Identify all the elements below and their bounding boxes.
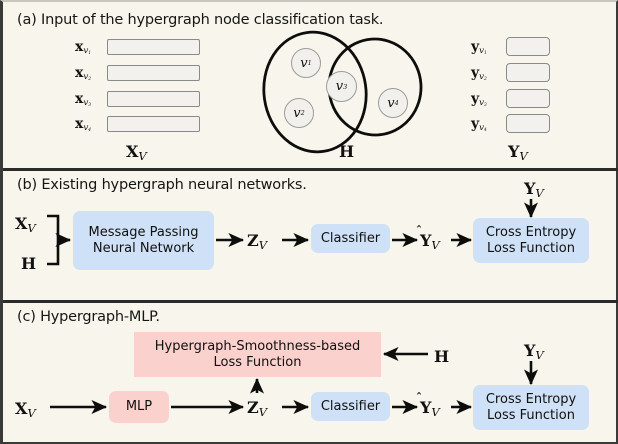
panel-c-classifier-box: Classifier: [311, 392, 390, 421]
panel-b-caption: (b) Existing hypergraph neural networks.: [17, 177, 307, 193]
panel-c: (c) Hypergraph-MLP. Hypergraph-Smoothnes…: [3, 303, 616, 443]
label-label-4-sub: v4: [479, 123, 487, 134]
panel-c-pred-y: ŶV: [420, 398, 440, 420]
panel-divider-a-b: [3, 168, 618, 171]
feature-vector-box-3: [107, 91, 200, 107]
label-label-3-sub: v3: [479, 98, 487, 109]
label-label-1-sub: v1: [479, 46, 487, 57]
feature-label-2-sub: v2: [83, 72, 92, 83]
label-label-3: yv3: [471, 91, 487, 109]
panel-b-truth-y: YV: [524, 179, 544, 201]
panel-c-mlp-box: MLP: [109, 391, 169, 423]
panel-c-input-x: XV: [15, 399, 36, 421]
feature-label-1: xv1: [75, 39, 92, 57]
label-label-1: yv1: [471, 39, 487, 57]
panel-b-mpnn-line1: Message Passing: [88, 225, 199, 241]
feature-vector-box-1: [107, 39, 200, 55]
feature-vector-box-4: [107, 116, 200, 132]
panel-c-ce-loss-line1: Cross Entropy: [485, 392, 577, 408]
feature-label-2: xv2: [75, 65, 92, 83]
panel-b-pred-y: ŶV: [420, 231, 440, 253]
features-caption: XV: [126, 142, 147, 164]
label-box-1: [506, 37, 550, 56]
feature-label-4: xv4: [75, 116, 92, 134]
label-box-4: [506, 114, 550, 133]
panel-b-mpnn-box: Message Passing Neural Network: [73, 211, 214, 270]
panel-b-input-x: XV: [15, 214, 36, 236]
panel-c-hs-loss-line2: Loss Function: [213, 354, 302, 370]
hypergraph-caption: H: [339, 142, 355, 161]
label-label-4: yv4: [471, 116, 487, 134]
panel-b-input-h: H: [21, 254, 37, 273]
panel-c-latent-z: ZV: [247, 398, 268, 420]
panel-b-latent-z: ZV: [247, 231, 268, 253]
label-box-3: [506, 89, 550, 108]
panel-c-hs-loss-box: Hypergraph-Smoothness-based Loss Functio…: [134, 332, 381, 377]
panel-a-caption: (a) Input of the hypergraph node classif…: [17, 12, 384, 28]
panel-c-ce-loss-line2: Loss Function: [487, 407, 575, 423]
feature-label-3-sub: v3: [83, 98, 92, 109]
feature-vector-box-2: [107, 65, 200, 81]
panel-b-ce-loss-box: Cross Entropy Loss Function: [473, 218, 589, 263]
panel-c-truth-y: YV: [524, 341, 544, 363]
panel-a: (a) Input of the hypergraph node classif…: [3, 2, 616, 168]
labels-caption: YV: [508, 142, 528, 164]
panel-divider-b-c: [3, 300, 618, 303]
panel-b-classifier-box: Classifier: [311, 224, 390, 253]
panel-b-merge-bracket: [47, 214, 60, 266]
feature-label-4-sub: v4: [83, 123, 92, 134]
feature-label-1-sub: v1: [83, 46, 92, 57]
label-label-2-sub: v2: [479, 72, 487, 83]
panel-c-ce-loss-box: Cross Entropy Loss Function: [473, 385, 589, 430]
panel-b-ce-loss-line2: Loss Function: [487, 240, 575, 256]
panel-b-mpnn-line2: Neural Network: [92, 240, 195, 256]
label-label-2: yv2: [471, 65, 487, 83]
panel-b: (b) Existing hypergraph neural networks.…: [3, 171, 616, 300]
panel-c-caption: (c) Hypergraph-MLP.: [17, 309, 160, 325]
panel-c-hs-loss-line1: Hypergraph-Smoothness-based: [154, 339, 361, 355]
panel-c-input-h: H: [434, 347, 450, 366]
hyperedge-e1-ellipse: [262, 30, 368, 154]
panel-b-ce-loss-line1: Cross Entropy: [485, 225, 577, 241]
feature-label-3: xv3: [75, 91, 92, 109]
label-box-2: [506, 63, 550, 82]
